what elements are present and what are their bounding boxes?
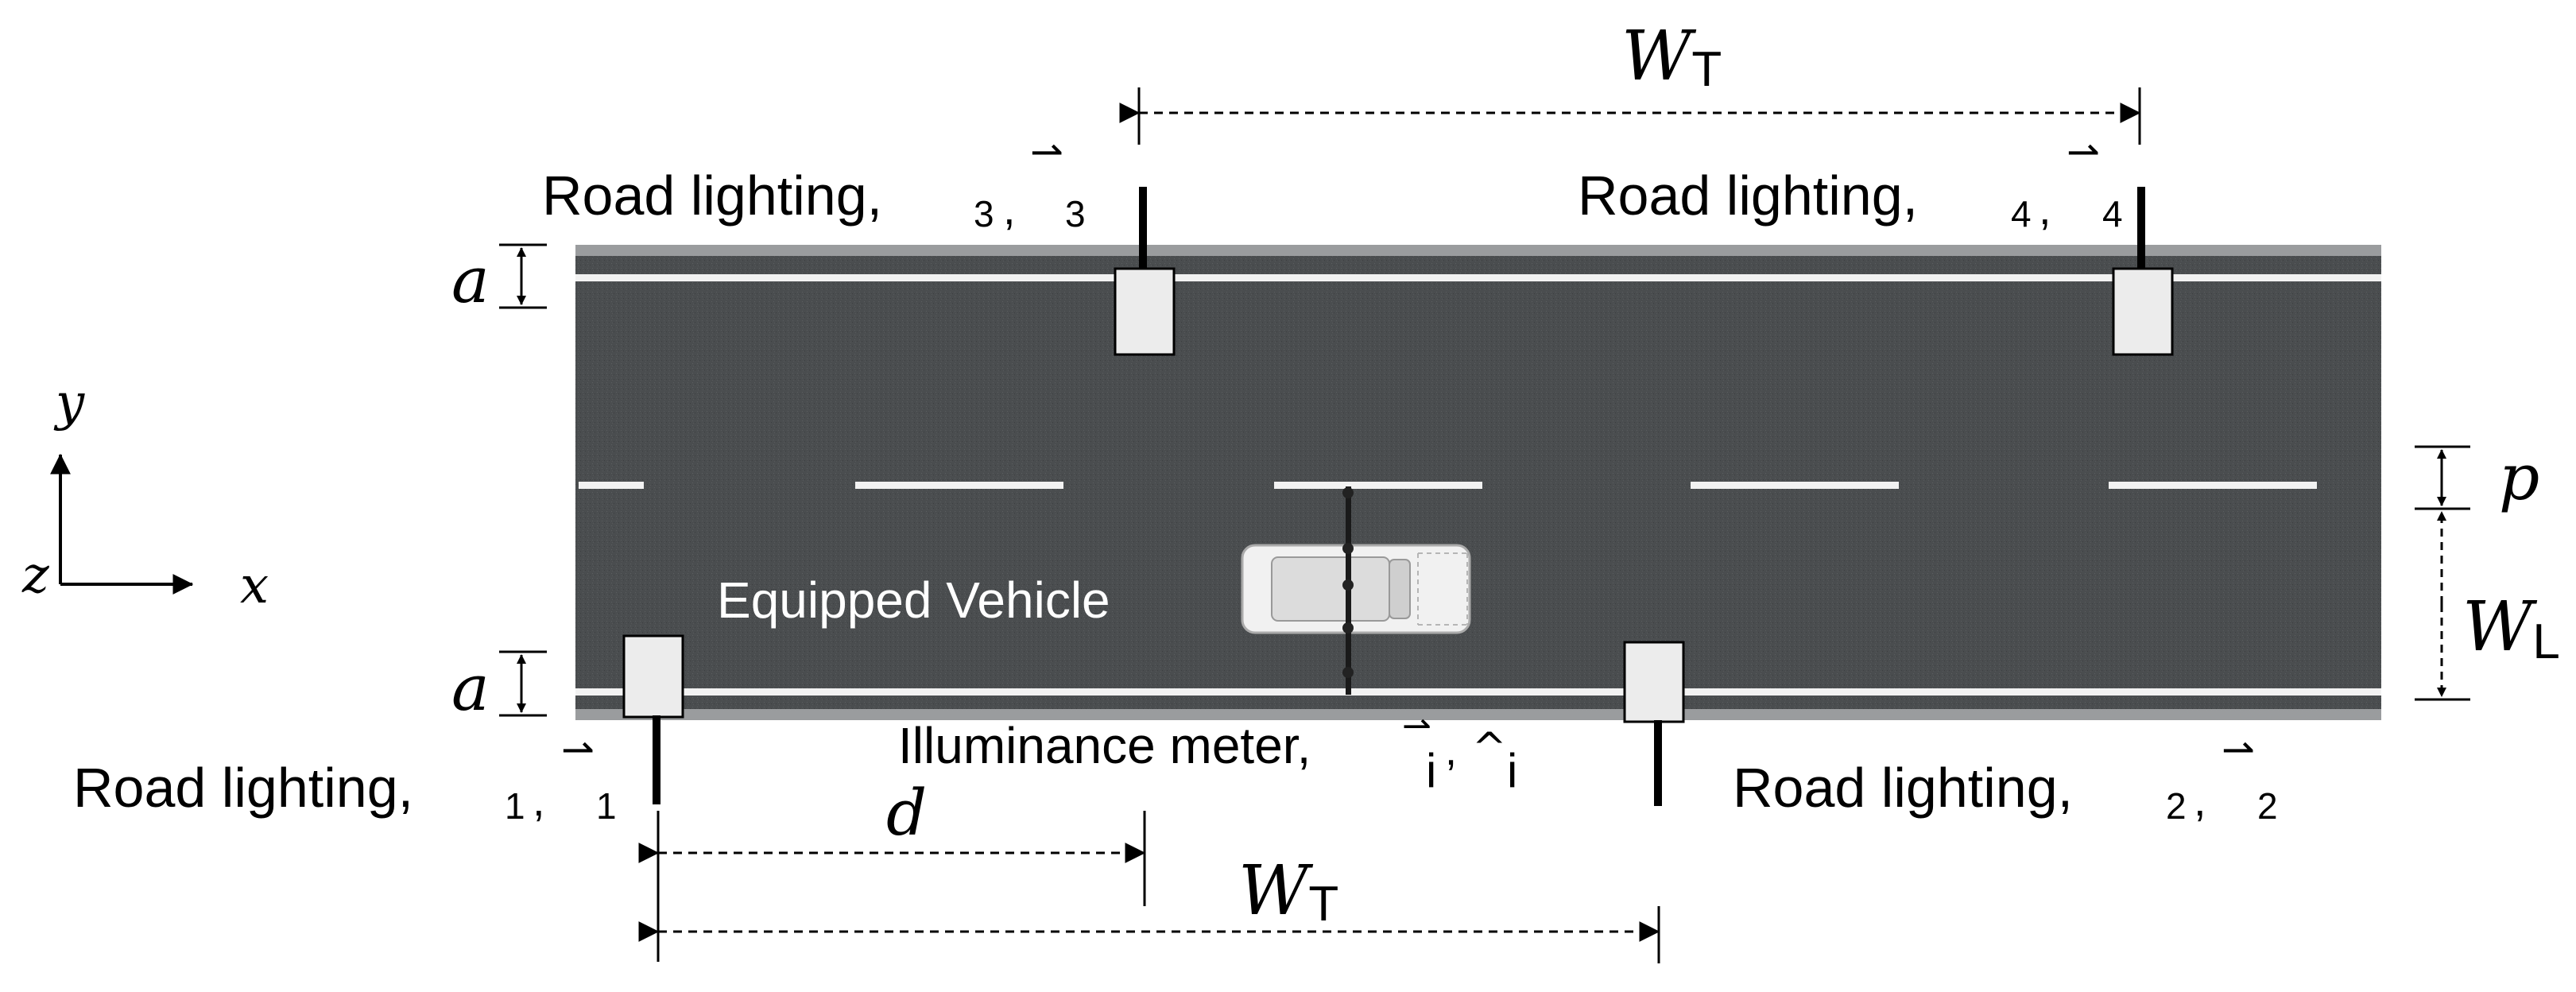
wl-label: WL <box>2462 587 2560 669</box>
lane-dash <box>1691 482 1899 489</box>
axis-x-label: x <box>240 556 269 615</box>
lane-dash <box>855 482 1063 489</box>
top-lamp-spacing-dimension: WT <box>1119 17 2141 145</box>
lamp-index: 1 <box>596 785 617 827</box>
axis-y-label: y <box>53 374 85 432</box>
p-label: p <box>2499 440 2539 514</box>
luminaire-pole <box>1654 720 1662 806</box>
equipped-vehicle-label: Equipped Vehicle <box>717 572 1110 629</box>
meter-sensor <box>1342 579 1354 591</box>
meter-index: i <box>1507 744 1517 797</box>
luminaire-3 <box>1114 187 1176 356</box>
center-lane-markings <box>579 482 2317 489</box>
luminaire-1 <box>622 634 684 804</box>
list-comma: , <box>1003 184 1016 234</box>
road-lighting-text: Road lighting, <box>73 757 413 819</box>
equipped-vehicle <box>1241 544 1471 634</box>
bottom-lamp-spacing-dimension: WT <box>638 851 1660 963</box>
label-road-lighting-4: Road lighting, 4 , ⇀ 4 <box>1578 129 2123 234</box>
lamp-index: 4 <box>2102 193 2123 234</box>
meter-sensor <box>1342 543 1354 554</box>
luminaire-head <box>2112 267 2174 356</box>
label-road-lighting-2: Road lighting, 2 , ⇀ 2 <box>1733 727 2278 827</box>
luminaire-head <box>622 634 684 719</box>
lamp-index: 4 <box>2011 193 2032 234</box>
meter-rod <box>1346 486 1351 695</box>
lamp-index: 2 <box>2257 785 2278 827</box>
road-lighting-text: Road lighting, <box>1578 165 1918 227</box>
list-comma: , <box>2194 775 2206 825</box>
luminaire-head <box>1623 641 1685 723</box>
label-road-lighting-3: Road lighting, 3 , ⇀ 3 <box>542 129 1086 234</box>
lamp-index: 1 <box>505 785 525 827</box>
vector-arrow-icon: ⇀ <box>1030 129 1063 175</box>
label-illuminance-meter: Illuminance meter, ⇀ i , ^ i <box>898 706 1517 797</box>
luminaire-4 <box>2112 187 2174 356</box>
luminaire-pole <box>653 715 660 804</box>
vector-arrow-icon: ⇀ <box>2067 129 2100 175</box>
road <box>575 245 2381 720</box>
list-comma: , <box>2039 184 2051 234</box>
lamp-index: 3 <box>974 193 994 234</box>
dimension-label-wt: WT <box>1621 17 1722 97</box>
illuminance-meter-bar <box>1342 486 1354 695</box>
meter-sensor <box>1342 487 1354 498</box>
offset-d-dimension: d <box>638 776 1146 962</box>
lane-dash <box>1274 482 1482 489</box>
road-bottom-curb <box>575 709 2381 720</box>
meter-sensor <box>1342 667 1354 678</box>
vector-arrow-icon: ⇀ <box>2222 727 2255 773</box>
wl-subscript: L <box>2532 614 2559 669</box>
wt-symbol: W <box>1621 17 1697 96</box>
wl-symbol: W <box>2462 587 2538 667</box>
a-label-bottom: a <box>451 651 490 725</box>
wt-subscript: T <box>1691 42 1722 97</box>
wt-symbol: W <box>1238 851 1314 931</box>
top-offset-a-dimension: a <box>451 243 547 317</box>
wt-subscript: T <box>1308 877 1338 932</box>
dimension-label-wt: WT <box>1238 851 1338 932</box>
illuminance-meter-text: Illuminance meter, <box>898 717 1311 774</box>
lamp-index: 3 <box>1065 193 1086 234</box>
lane-dash <box>579 482 644 489</box>
list-comma: , <box>533 775 545 825</box>
lamp-index: 2 <box>2166 785 2187 827</box>
road-lighting-text: Road lighting, <box>1733 757 2073 819</box>
top-edge-line <box>575 274 2381 281</box>
axis-z-label: z <box>21 546 50 605</box>
luminaire-pole <box>2137 187 2145 274</box>
luminaire-2 <box>1623 641 1685 806</box>
a-label-top: a <box>451 243 490 317</box>
luminaire-pole <box>1139 187 1147 274</box>
road-lighting-text: Road lighting, <box>542 165 882 227</box>
d-label: d <box>886 776 927 850</box>
list-comma: , <box>1445 727 1457 774</box>
bottom-offset-a-dimension: a <box>451 650 547 725</box>
meter-sensor <box>1342 622 1354 634</box>
coordinate-axes: y x z <box>21 374 269 615</box>
vehicle-roof <box>1271 556 1390 622</box>
label-road-lighting-1: Road lighting, 1 , ⇀ 1 <box>73 727 617 827</box>
meter-index: i <box>1426 744 1436 797</box>
vehicle-windshield <box>1389 559 1411 619</box>
vector-arrow-icon: ⇀ <box>1402 706 1431 746</box>
right-dimensions: p WL <box>2415 440 2560 701</box>
hat-icon: ^ <box>1472 724 1507 772</box>
road-top-curb <box>575 245 2381 256</box>
luminaire-head <box>1114 267 1176 356</box>
bottom-edge-line <box>575 688 2381 696</box>
vector-arrow-icon: ⇀ <box>561 727 595 773</box>
lane-dash <box>2109 482 2317 489</box>
